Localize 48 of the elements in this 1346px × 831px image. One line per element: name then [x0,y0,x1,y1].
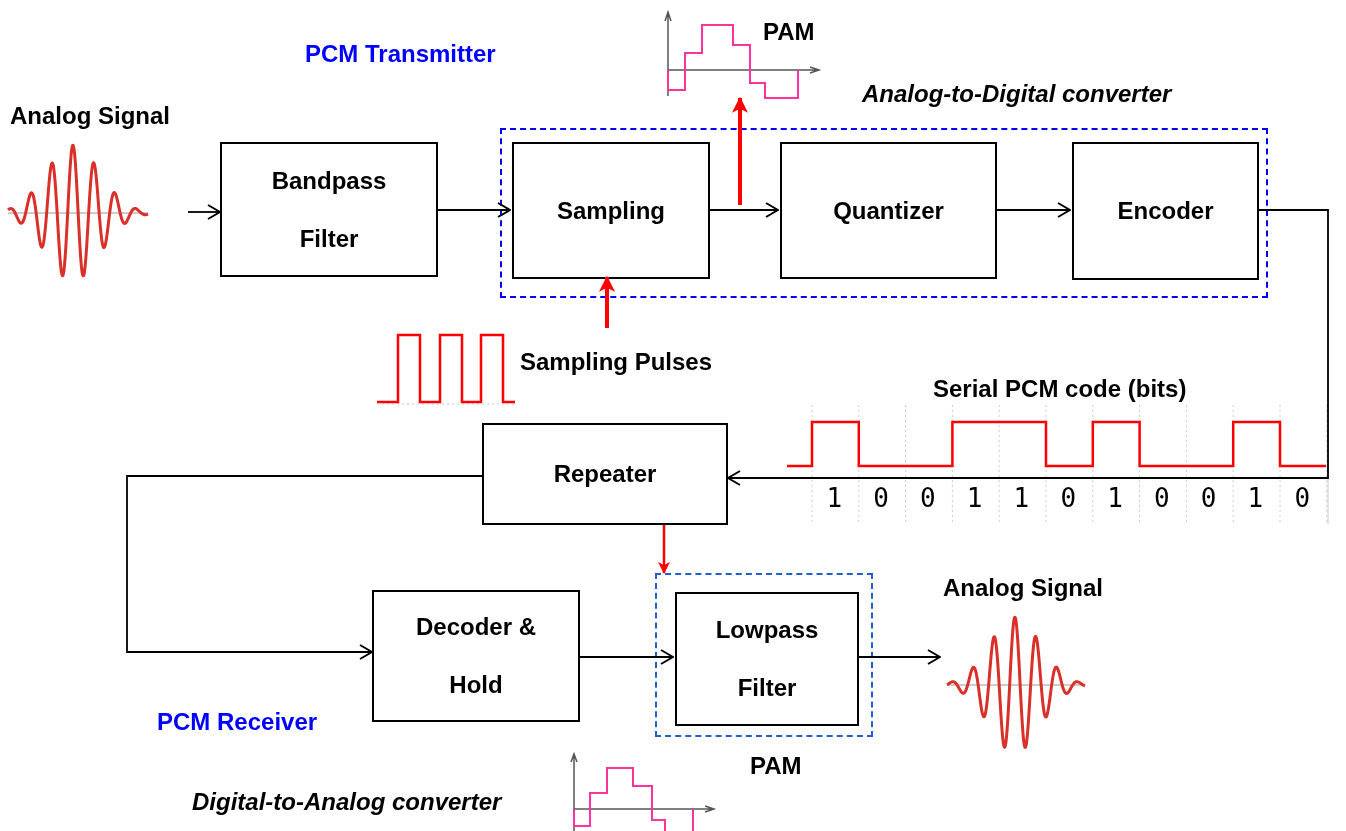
bit-value: 0 [1060,483,1077,513]
plot-label: PAM [763,18,815,46]
process-box [780,142,997,279]
box-label: Decoder & Hold [414,612,537,700]
bit-value: 0 [920,483,936,513]
arrow [727,209,1329,486]
annotation-label: Analog-to-Digital converter [862,80,1172,108]
annotation-label: Serial PCM code (bits) [933,375,1187,403]
bit-value: 1 [826,483,843,513]
arrow [599,275,615,328]
dashed-group-box [500,128,1268,298]
arrow [126,475,483,660]
process-box [1072,142,1259,280]
signal-label: Analog Signal [10,102,170,130]
bit-value: 0 [1294,483,1311,513]
bit-value: 1 [966,483,983,513]
arrow [994,202,1071,218]
signal-label: Sampling Pulses [520,348,713,376]
process-box [512,142,710,279]
arrow [187,204,221,220]
arrow [707,202,779,218]
arrow [732,96,748,205]
bit-value: 0 [873,483,889,513]
process-box [482,423,728,525]
box-label: Quantizer [833,195,944,226]
annotation-label: Digital-to-Analog converter [192,788,502,816]
arrow [658,525,670,574]
section-title: PCM Transmitter [305,40,496,68]
arrow [856,649,941,665]
annotation-label: PAM [750,752,802,780]
process-box [220,142,438,277]
process-box [372,590,580,722]
bit-value: 1 [1247,483,1264,513]
box-label: Sampling [557,195,665,226]
bit-value: 0 [1154,483,1170,513]
bit-value: 0 [1200,483,1217,513]
arrow [437,202,511,218]
dashed-group-box [655,573,873,737]
arrow [579,649,674,665]
section-title: PCM Receiver [157,708,318,736]
box-label: Lowpass Filter [714,615,820,703]
bit-value: 1 [1107,483,1123,513]
box-label: Repeater [553,459,657,489]
box-label: Encoder [1117,196,1214,226]
process-box [675,592,859,726]
bit-value: 1 [1013,483,1030,513]
box-label: Bandpass Filter [270,165,388,254]
signal-label: Analog Signal [943,574,1103,602]
